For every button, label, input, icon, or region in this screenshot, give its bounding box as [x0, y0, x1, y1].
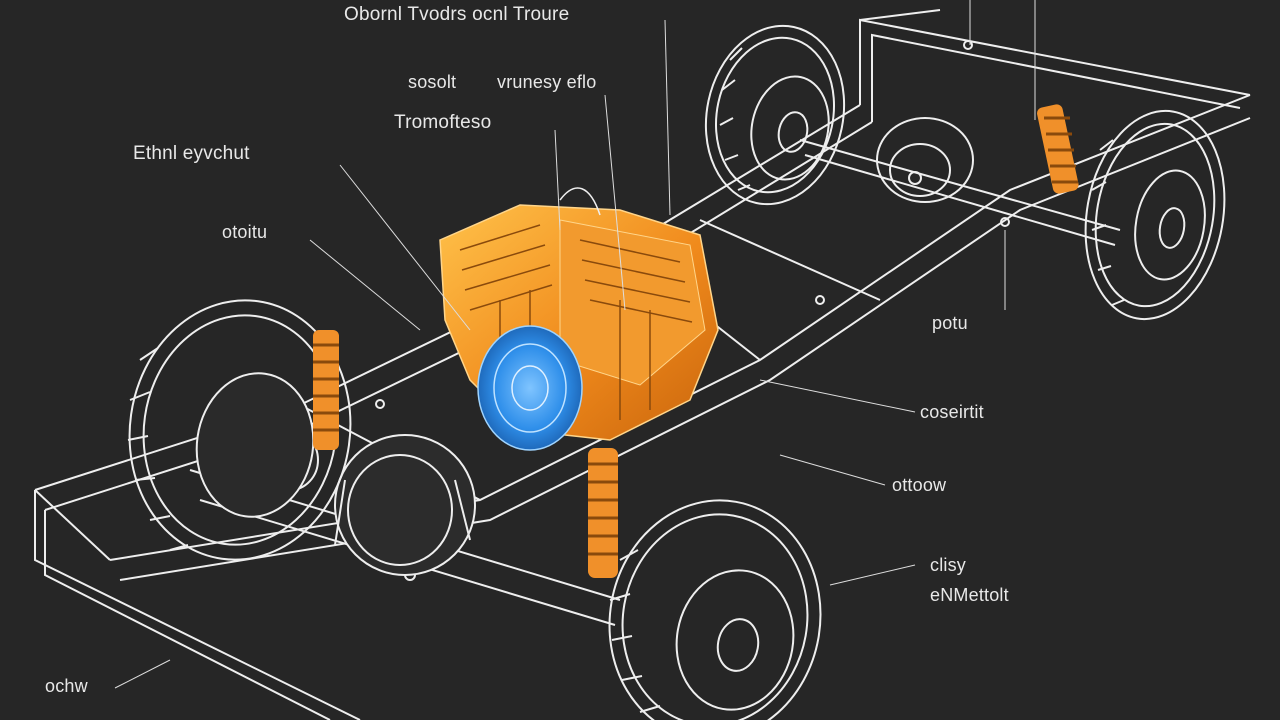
label-right-upper: potu [932, 313, 968, 333]
rear-right-wheel [1084, 109, 1226, 321]
label-left-upper: Ethnl eyvchut [133, 143, 250, 164]
front-left-wheel [127, 299, 352, 561]
label-left-mid: otoitu [222, 222, 268, 242]
flywheel-icon [477, 325, 583, 451]
rear-differential [876, 117, 974, 203]
label-right-bottom-1: clisy [930, 555, 966, 575]
front-right-spring [588, 448, 618, 578]
leader-lines [114, 0, 1036, 689]
label-top-center: Obornl Tvodrs ocnl Troure [344, 4, 570, 25]
label-right-mid: coseirtit [920, 402, 984, 422]
rear-right-spring [1037, 104, 1079, 194]
label-right-bottom-2: eNMettolt [930, 585, 1009, 605]
label-transmission: Tromofteso [394, 112, 492, 133]
label-right-lower: ottoow [892, 475, 947, 495]
front-left-spring [313, 330, 339, 450]
label-top-small-right: vrunesy eflo [497, 72, 597, 92]
label-top-small-left: sosolt [408, 72, 457, 92]
label-bottom-left: ochw [45, 676, 88, 696]
front-right-wheel [608, 499, 822, 720]
rear-left-wheel [704, 24, 846, 206]
